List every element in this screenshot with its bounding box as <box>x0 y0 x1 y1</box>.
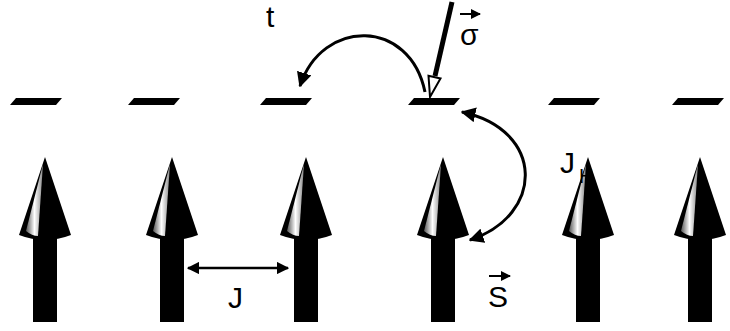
hopping-label: t <box>266 2 274 32</box>
coupling-subscript: H <box>579 166 593 186</box>
exchange-arrow <box>188 267 288 270</box>
electron-sites <box>10 98 724 105</box>
vector-marks <box>460 14 510 276</box>
hund-coupling-arrow <box>462 112 525 240</box>
hopping-arrow <box>300 36 425 92</box>
electron-spin-arrow <box>429 2 453 97</box>
spin-arrows <box>19 157 726 322</box>
local-spin-label: S <box>488 282 508 312</box>
electron-spin-label: σ <box>460 20 479 50</box>
exchange-label: J <box>228 283 243 313</box>
coupling-label: J <box>560 148 575 178</box>
